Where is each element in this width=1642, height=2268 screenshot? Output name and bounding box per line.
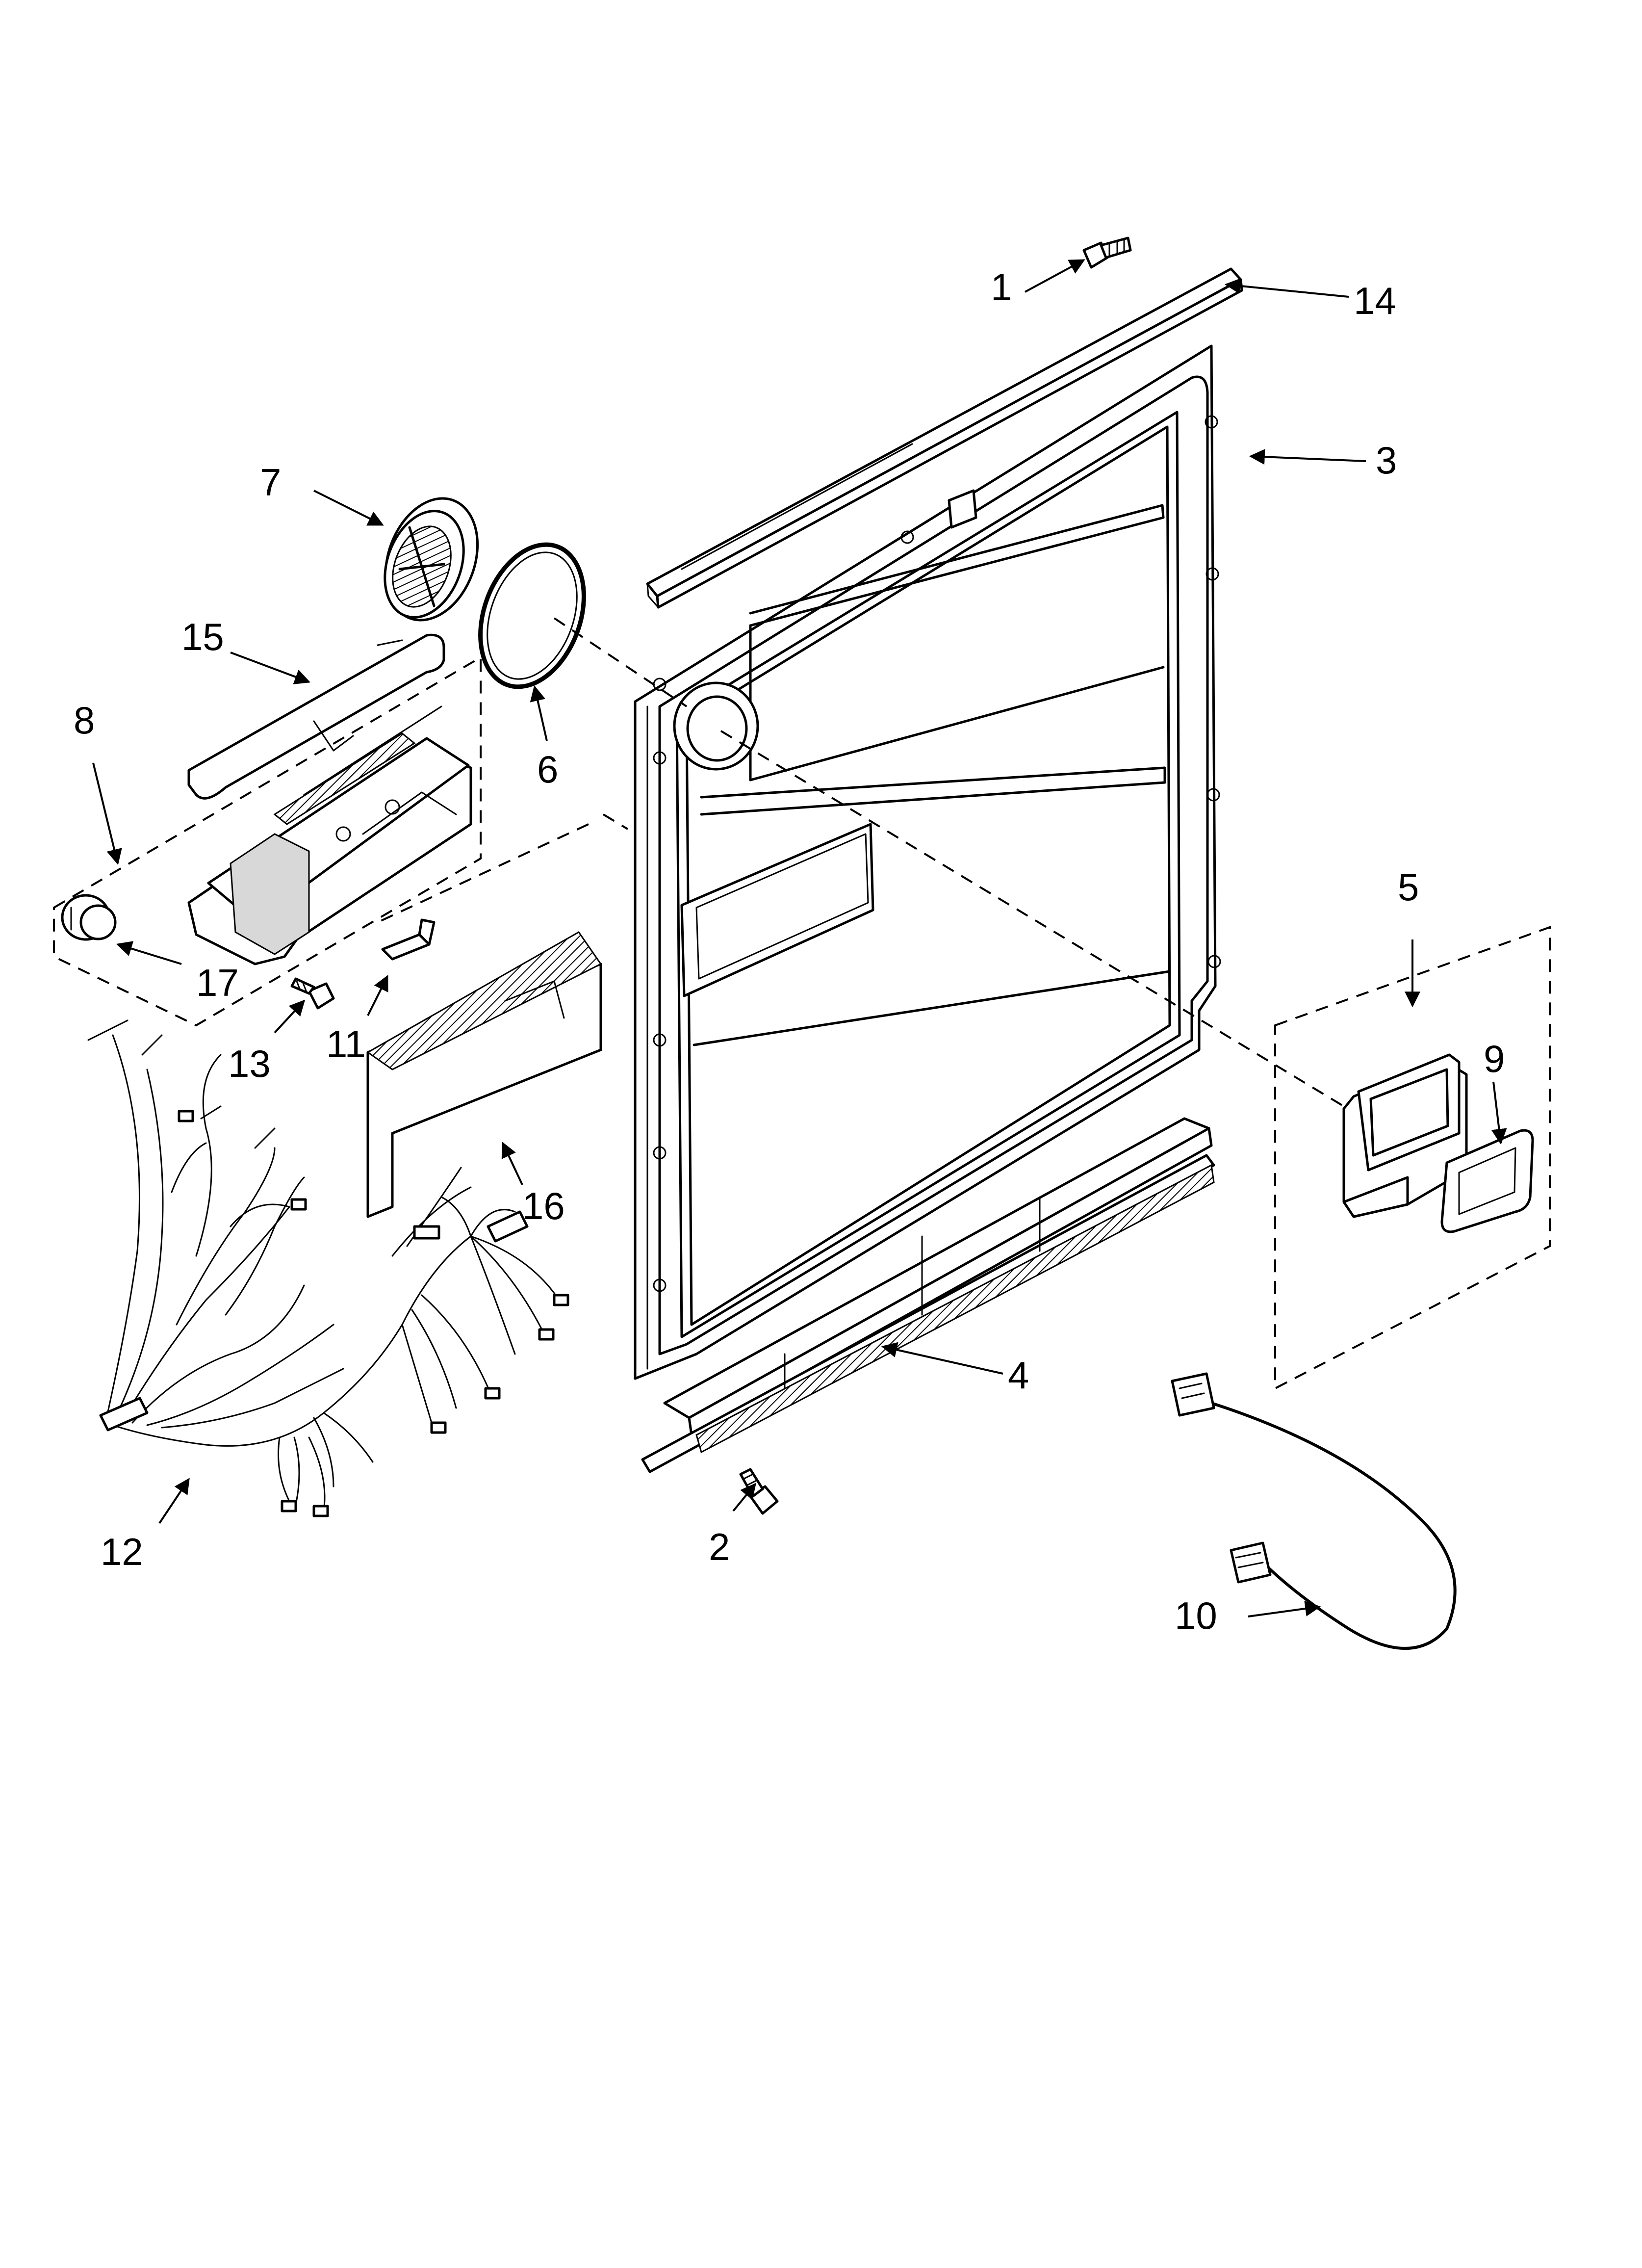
leader-arrows [92, 259, 1507, 1617]
callout-8: 8 [74, 699, 95, 742]
callout-11: 11 [326, 1022, 366, 1066]
callout-15: 15 [181, 615, 224, 658]
assembly-boundary-panel [377, 813, 629, 923]
latch-assembly [1342, 1053, 1468, 1218]
wiring-harness [87, 1019, 560, 1512]
callout-4: 4 [1008, 1354, 1029, 1397]
clip [381, 918, 436, 961]
knob [61, 894, 117, 941]
insulation-panel [366, 931, 602, 1218]
screw-bottom [739, 1468, 779, 1515]
vent-alignment-line [553, 617, 688, 707]
handle-bracket [187, 633, 445, 800]
screw-small [290, 977, 335, 1010]
seal-ring [478, 542, 586, 689]
assembly-boundary-latch [1274, 926, 1551, 1390]
callout-12: 12 [101, 1530, 143, 1573]
latch-alignment-line [720, 730, 1345, 1107]
screw-top [1082, 236, 1132, 269]
callout-16: 16 [522, 1184, 565, 1227]
callout-1: 1 [991, 265, 1012, 309]
callout-3: 3 [1376, 439, 1397, 482]
vent-cover [384, 497, 479, 622]
callout-5: 5 [1398, 865, 1419, 909]
callout-13: 13 [228, 1042, 271, 1085]
assembly-boundary-controls [53, 655, 482, 1027]
callout-labels: 1 2 3 4 5 6 7 8 9 10 11 12 13 14 15 16 1… [74, 265, 1505, 1637]
cable [1171, 1372, 1457, 1650]
inner-door-panel [634, 344, 1221, 1380]
callout-2: 2 [709, 1525, 730, 1568]
callout-10: 10 [1175, 1594, 1217, 1637]
callout-6: 6 [537, 748, 558, 791]
control-housing [187, 705, 472, 965]
harness-connectors [99, 1110, 569, 1517]
callout-17: 17 [196, 961, 239, 1004]
callout-9: 9 [1484, 1037, 1505, 1080]
latch-gasket [1440, 1129, 1534, 1233]
callout-14: 14 [1354, 279, 1396, 322]
callout-7: 7 [260, 461, 281, 504]
bottom-trim-strip [641, 1117, 1215, 1473]
